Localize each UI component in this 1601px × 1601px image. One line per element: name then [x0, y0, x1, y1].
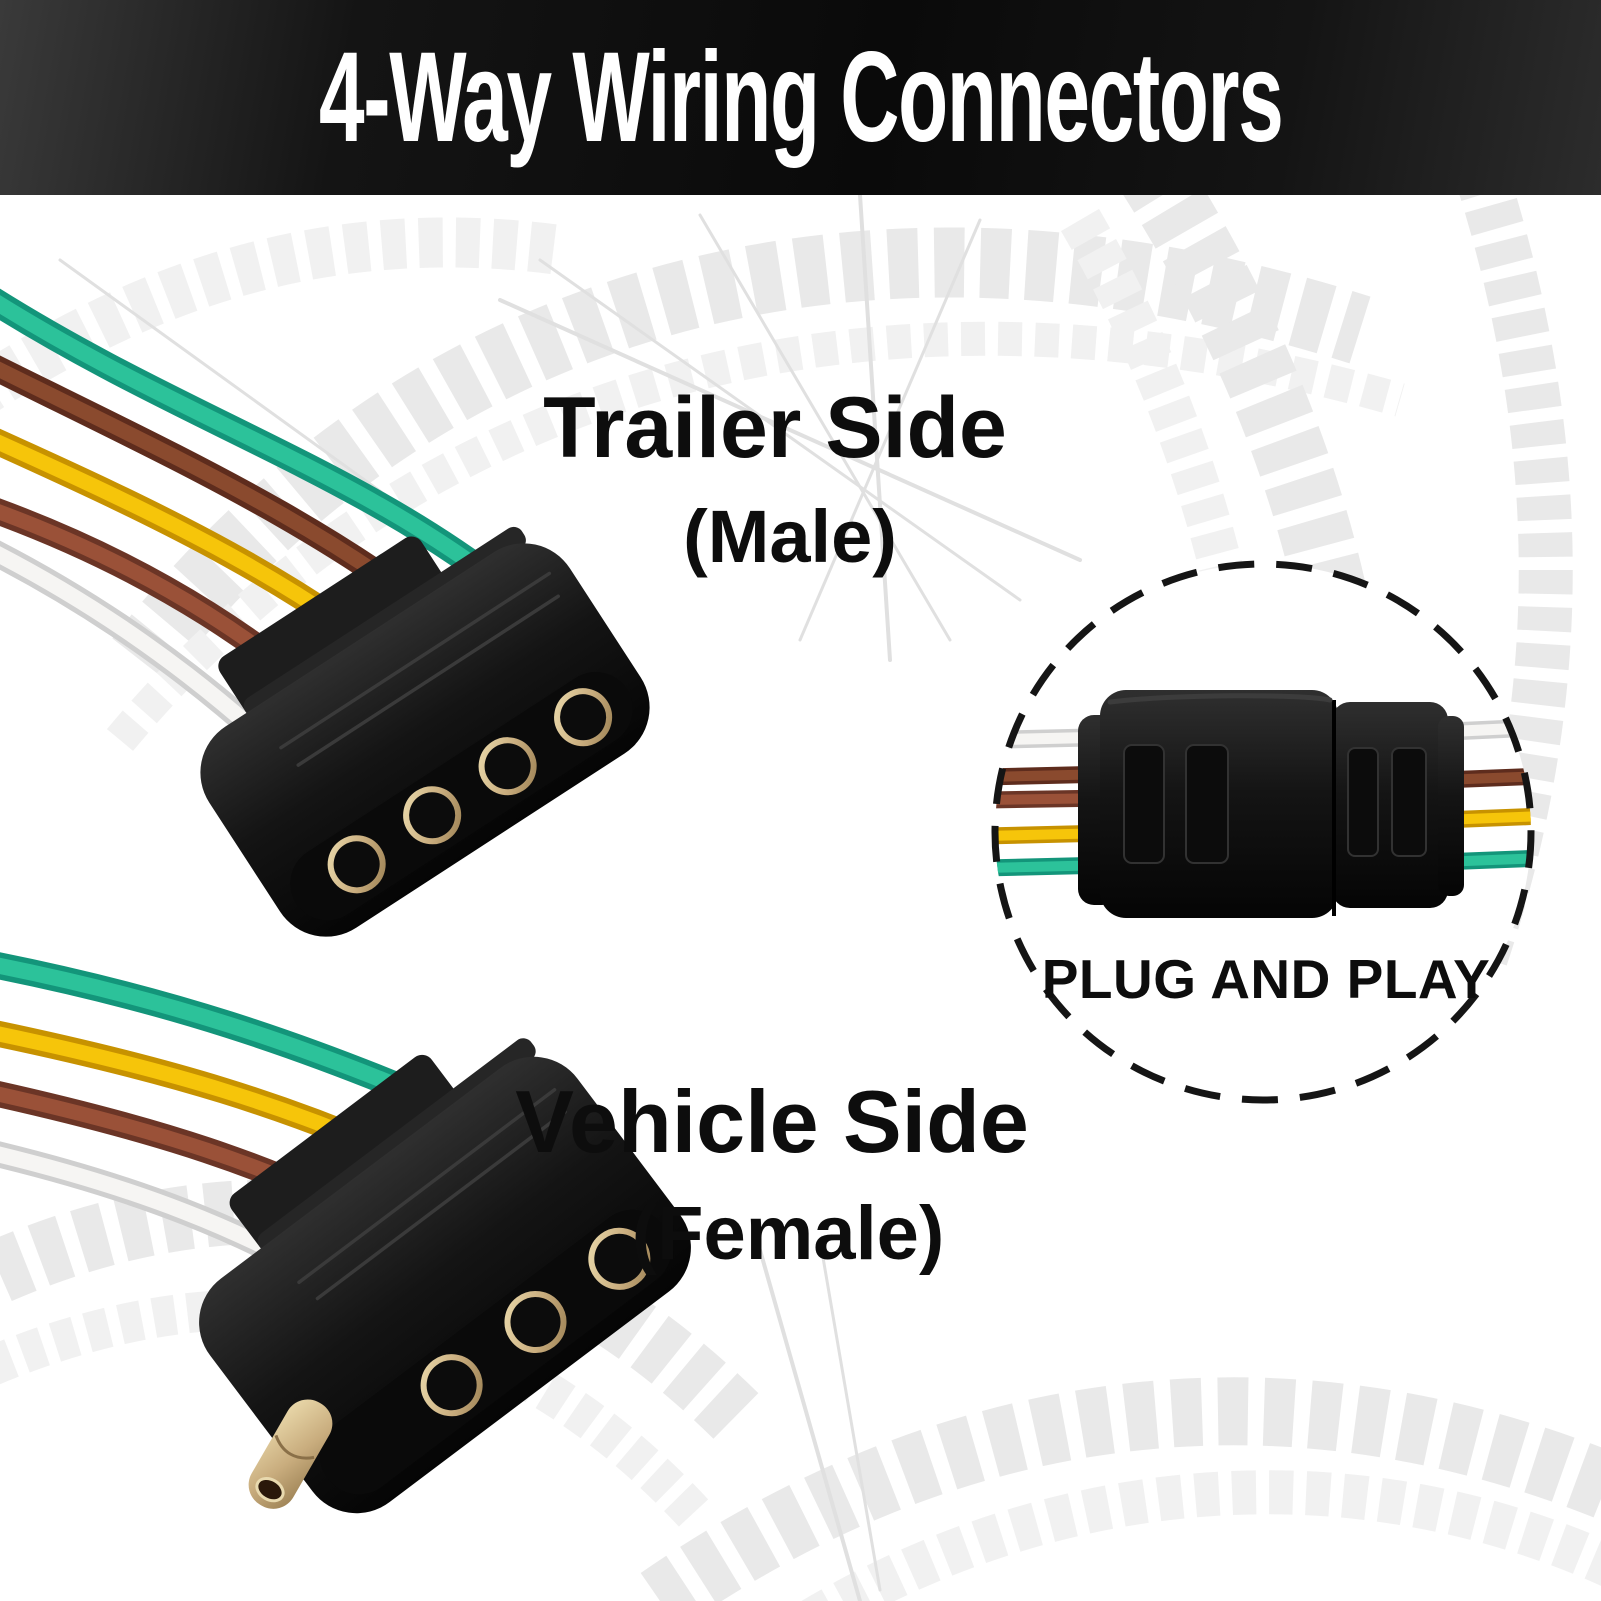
latch-groove	[1185, 744, 1229, 864]
latch-groove	[1123, 744, 1165, 864]
plug-and-play-caption: PLUG AND PLAY	[1041, 948, 1491, 1010]
dashed-circle-border	[991, 560, 1535, 1104]
connector-housing	[199, 1056, 691, 1514]
trailer-male-connector-illustration	[0, 288, 650, 937]
product-title: 4-Way Wiring Connectors	[318, 25, 1284, 169]
male-shell-collar	[1438, 716, 1464, 896]
terminal-opening	[327, 835, 386, 894]
vehicle-female-sublabel: (Female)	[631, 1191, 945, 1276]
vehicle-side-label: Vehicle Side	[515, 1072, 1029, 1171]
connector-housing	[200, 543, 650, 937]
shell-highlight	[1107, 693, 1333, 705]
trailer-side-label: Trailer Side	[543, 380, 1007, 476]
terminal-opening	[478, 737, 537, 796]
ground-pin	[248, 1399, 333, 1509]
connector-clip-tab	[229, 1054, 462, 1252]
trailer-connector-body	[200, 526, 650, 937]
socket-opening	[504, 1290, 567, 1353]
title-banner: 4-Way Wiring Connectors	[0, 0, 1601, 195]
latch-groove	[1347, 747, 1379, 857]
pin-tip-opening	[255, 1477, 285, 1503]
trailer-male-sublabel: (Male)	[683, 495, 897, 578]
socket-opening	[420, 1354, 483, 1417]
vehicle-connector-body	[199, 1038, 691, 1514]
vehicle-female-connector-illustration	[0, 952, 691, 1514]
terminal-opening	[554, 688, 613, 747]
mated-connectors-inset	[991, 560, 1535, 1104]
latch-groove	[1391, 747, 1427, 857]
socket-opening	[588, 1227, 651, 1290]
connector-clip-tab	[218, 536, 449, 717]
terminal-opening	[403, 786, 462, 845]
connector-face	[319, 1209, 672, 1495]
